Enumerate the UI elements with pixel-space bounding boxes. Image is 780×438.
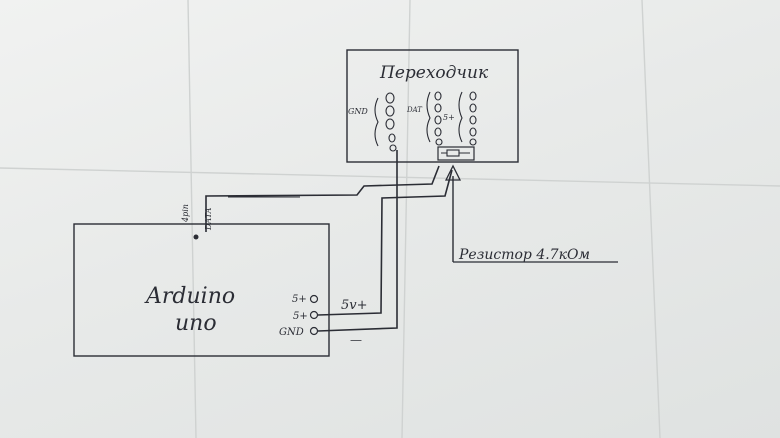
adapter-gnd-label: GND bbox=[348, 107, 368, 116]
resistor-symbol bbox=[446, 149, 460, 157]
minus-label: — bbox=[350, 333, 362, 347]
adapter-plus-label: 5+ bbox=[443, 113, 455, 122]
arduino-name-line1: Arduino bbox=[144, 284, 235, 309]
pin-plus-2-label: 5+ bbox=[293, 311, 308, 322]
pin4-dot bbox=[193, 234, 199, 240]
plus-coil bbox=[469, 91, 477, 146]
resistor-outline bbox=[437, 146, 475, 161]
dat-brace bbox=[426, 91, 431, 143]
resistor-label: Резистор 4.7кОм bbox=[458, 247, 590, 263]
dat-coil bbox=[434, 91, 443, 146]
adapter-module: Переходчик GND DAT 5+ bbox=[346, 49, 519, 163]
plus-brace bbox=[458, 91, 463, 143]
arrow-up-icon bbox=[444, 164, 462, 181]
adapter-box bbox=[346, 49, 519, 163]
gnd-wire bbox=[317, 150, 398, 332]
pin-gnd-label: GND bbox=[279, 327, 304, 338]
wires bbox=[205, 150, 453, 332]
pin-circles bbox=[309, 294, 319, 336]
data-label: DATA bbox=[204, 207, 213, 231]
pin4-label: 4pin bbox=[181, 204, 190, 223]
gnd-coil bbox=[385, 92, 397, 152]
data-wire bbox=[205, 165, 440, 232]
resistor-callout: Резистор 4.7кОм bbox=[444, 164, 618, 263]
plus-wire bbox=[317, 169, 453, 316]
arduino-board: Arduino uno 4pin DATA 5+ 5+ GND bbox=[73, 204, 330, 357]
gnd-brace bbox=[374, 97, 379, 147]
adapter-title: Переходчик bbox=[379, 63, 489, 83]
pin-plus-1-label: 5+ bbox=[292, 294, 307, 305]
adapter-dat-label: DAT bbox=[406, 106, 423, 114]
voltage-label: 5v+ bbox=[341, 298, 368, 313]
arduino-outline bbox=[73, 223, 330, 357]
arduino-name-line2: uno bbox=[175, 311, 217, 336]
